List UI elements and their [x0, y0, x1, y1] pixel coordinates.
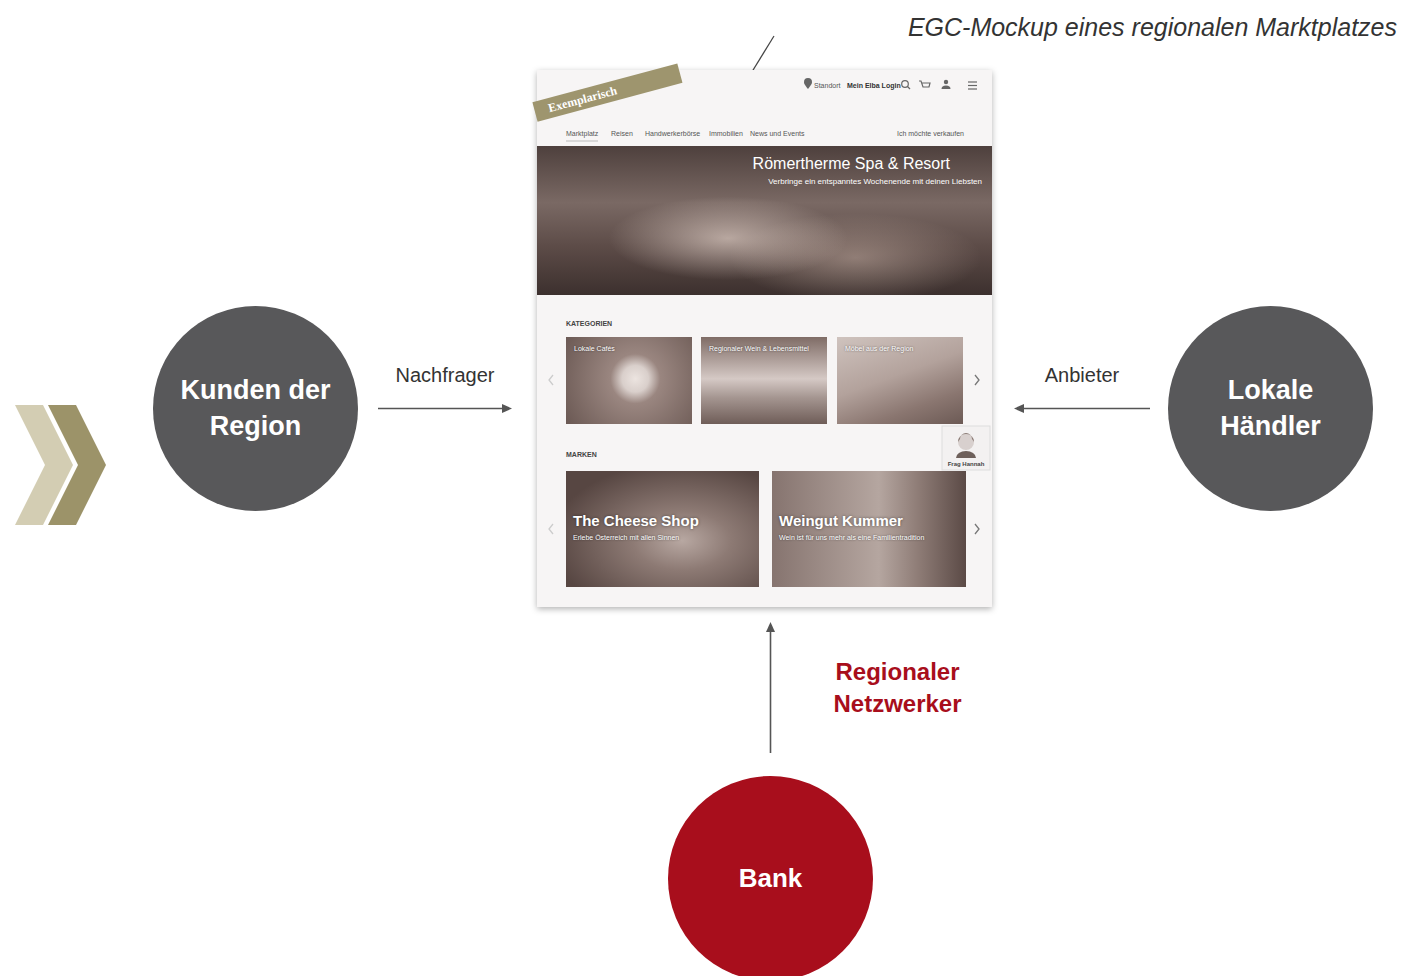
user-body — [942, 86, 951, 90]
arrow-head — [1014, 404, 1024, 413]
menu-line — [968, 81, 977, 82]
chevron-dark — [48, 405, 106, 525]
connector-line — [770, 631, 772, 753]
pin-icon — [804, 78, 812, 89]
connector — [1014, 404, 1150, 413]
brand-text: Wein ist für uns mehr als eine Familient… — [779, 533, 929, 542]
arrow-head — [766, 622, 775, 632]
menu-underline — [566, 141, 598, 142]
category-card: Regionaler Wein & Lebensmittel — [701, 337, 827, 424]
avatar-shoulders — [956, 451, 976, 458]
carousel-arrow — [549, 375, 553, 385]
hero-banner: Römertherme Spa & ResortVerbringe ein en… — [537, 146, 992, 295]
menu-line — [968, 88, 977, 89]
sample-ribbon: Exemplarisch — [532, 64, 682, 122]
avatar-hair — [958, 433, 974, 442]
banner-text: Verbringe ein entspanntes Wochenende mit… — [768, 178, 982, 187]
nav-icons — [804, 78, 977, 89]
circle-label: Kunden der Region — [173, 373, 338, 444]
connector-line — [1023, 408, 1150, 410]
edge-label: Anbieter — [1045, 363, 1120, 387]
user-head — [944, 80, 948, 84]
card-title: Möbel aus der Region — [845, 345, 955, 354]
ribbon-text: Exemplarisch — [547, 84, 618, 114]
mockup-text: Marktplatz — [566, 130, 598, 137]
mockup-text: KATEGORIEN — [566, 320, 612, 327]
mockup-text: Mein Elba Login — [847, 82, 901, 89]
merchant-circle: Lokale Händler — [1168, 306, 1373, 511]
edge-label: Nachfrager — [396, 363, 495, 387]
category-card: Möbel aus der Region — [837, 337, 963, 424]
connector — [766, 622, 775, 753]
cart-icon — [919, 81, 930, 87]
brand-text: Erlebe Österreich mit allen Sinnen — [573, 533, 723, 542]
customer-circle: Kunden der Region — [153, 306, 358, 511]
search-icon — [902, 81, 909, 88]
arrow-head — [502, 404, 512, 413]
card-title: Regionaler Wein & Lebensmittel — [709, 345, 819, 354]
mockup-text: Handwerkerbörse — [645, 130, 700, 137]
brand-card: The Cheese ShopErlebe Österreich mit all… — [566, 471, 759, 587]
chat-card — [942, 426, 990, 470]
mockup-text: MARKEN — [566, 451, 597, 458]
card-title: Lokale Cafés — [574, 345, 684, 354]
chat-label: Frag Hannah — [942, 461, 990, 467]
marketplace-mockup: Standort Mein Elba LoginMarktplatz Reisen H… — [537, 70, 992, 607]
category-card: Lokale Cafés — [566, 337, 692, 424]
edge-label: Regionaler Netzwerker — [803, 656, 993, 718]
menu-line — [968, 85, 977, 86]
mockup-panel — [537, 70, 992, 607]
brand-text: Weingut Kummer — [779, 513, 903, 530]
mockup-text: Immobilien — [709, 130, 743, 137]
bank-circle: Bank — [668, 776, 873, 976]
connector — [378, 404, 512, 413]
avatar-face — [958, 434, 974, 450]
circle-label: Lokale Händler — [1188, 373, 1353, 444]
search-handle — [908, 87, 911, 90]
chat-widget: Frag Hannah — [942, 426, 990, 470]
circle-label: Bank — [739, 861, 803, 895]
carousel-arrow — [549, 524, 553, 534]
brand-card: Weingut KummerWein ist für uns mehr als … — [772, 471, 966, 587]
brand-text: The Cheese Shop — [573, 513, 699, 530]
mockup-text: Standort — [814, 82, 840, 89]
mockup-text: Ich möchte verkaufen — [897, 130, 964, 137]
mockup-text: News und Events — [750, 130, 804, 137]
callout-label: EGC-Mockup eines regionalen Marktplatzes — [908, 12, 1397, 42]
banner-text: Römertherme Spa & Resort — [753, 155, 950, 173]
mockup-text: Reisen — [611, 130, 633, 137]
connector-line — [378, 408, 503, 410]
carousel-arrow — [975, 524, 979, 534]
carousel-arrow — [975, 375, 979, 385]
